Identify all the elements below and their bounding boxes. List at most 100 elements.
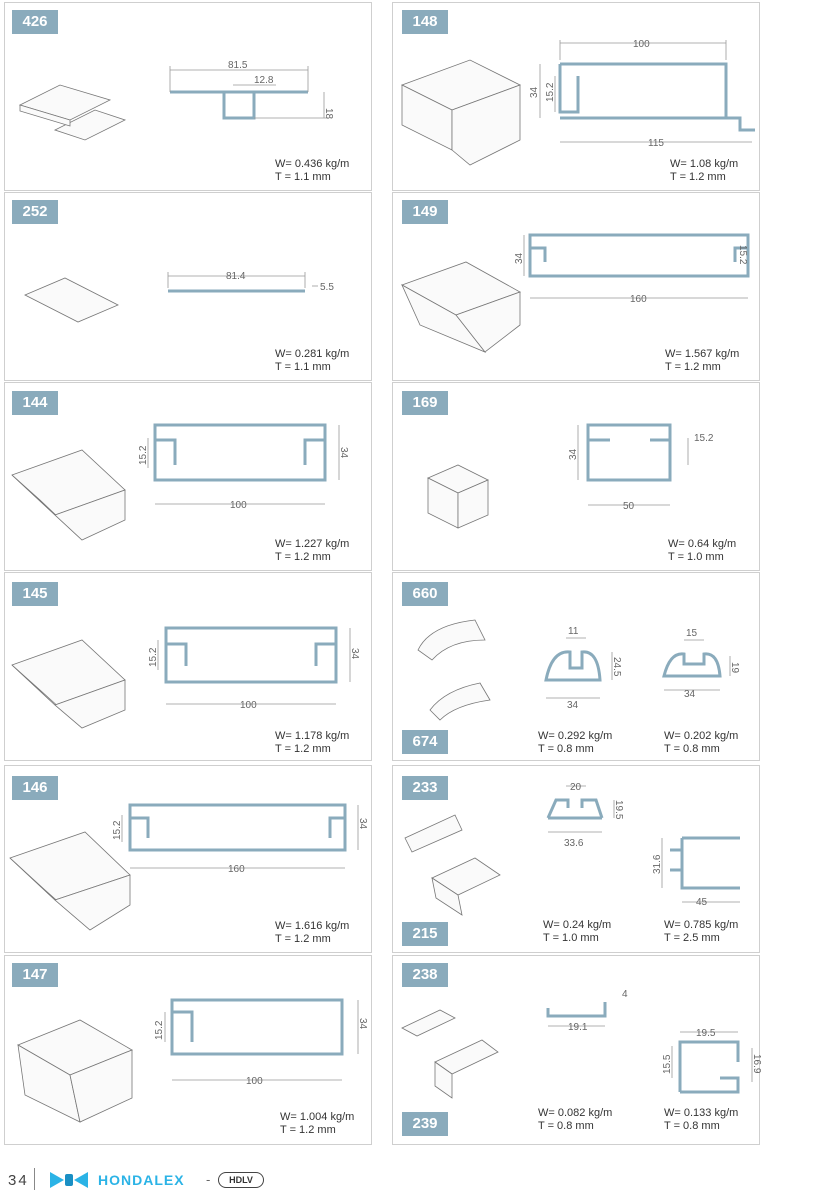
spec-146: W= 1.616 kg/m T = 1.2 mm	[275, 920, 349, 946]
dim-145-width: 100	[240, 700, 257, 711]
dim-146-slot: 15.2	[112, 820, 123, 840]
dim-252-width: 81.4	[226, 271, 246, 282]
dim-660-channel: 11	[568, 626, 579, 637]
dim-148-width: 100	[633, 39, 650, 50]
dim-252-height: 5.5	[320, 282, 334, 293]
dim-147-slot: 15.2	[154, 1020, 165, 1040]
dim-148-slot: 15.2	[545, 82, 556, 102]
dim-149-width: 160	[630, 294, 647, 305]
dim-233-top: 20	[570, 782, 582, 793]
hdlv-logo: HDLV	[218, 1172, 264, 1188]
iso-144	[11, 449, 126, 541]
footer-divider	[34, 1168, 35, 1190]
iso-660	[417, 619, 491, 721]
iso-233	[404, 814, 501, 916]
dim-146-width: 160	[228, 864, 245, 875]
dim-426-height: 18	[323, 108, 334, 120]
iso-252	[24, 277, 119, 323]
weight-145: W= 1.178 kg/m	[275, 730, 350, 742]
code-badge-146: 146	[12, 776, 58, 800]
section-145	[157, 626, 351, 705]
weight-660: W= 0.292 kg/m	[538, 730, 613, 742]
section-148	[539, 40, 755, 143]
thickness-215: T = 2.5 mm	[664, 932, 720, 944]
spec-148: W= 1.08 kg/m T = 1.2 mm	[670, 158, 738, 184]
code-badge-169: 169	[402, 391, 448, 415]
dim-215-height: 31.6	[652, 854, 663, 874]
thickness-660: T = 0.8 mm	[538, 743, 594, 755]
page-number: 34	[8, 1172, 29, 1189]
spec-147: W= 1.004 kg/m T = 1.2 mm	[280, 1111, 354, 1137]
dim-146-height: 34	[357, 818, 368, 830]
dim-239-width: 19.5	[696, 1028, 716, 1039]
dim-233-height: 19.5	[613, 800, 624, 820]
panel-660-674	[392, 572, 760, 761]
spec-252: W= 0.281 kg/m T = 1.1 mm	[275, 348, 349, 374]
code-badge-148: 148	[402, 10, 448, 34]
spec-238: W= 0.082 kg/m T = 0.8 mm	[538, 1107, 612, 1133]
spec-145: W= 1.178 kg/m T = 1.2 mm	[275, 730, 349, 756]
brand-separator: -	[206, 1172, 211, 1187]
thickness-233: T = 1.0 mm	[543, 932, 599, 944]
spec-144: W= 1.227 kg/m T = 1.2 mm	[275, 538, 349, 564]
weight-144: W= 1.227 kg/m	[275, 538, 350, 550]
panel-238-239	[392, 955, 760, 1145]
weight-674: W= 0.202 kg/m	[664, 730, 739, 742]
thickness-169: T = 1.0 mm	[668, 551, 724, 563]
spec-233: W= 0.24 kg/m T = 1.0 mm	[543, 919, 611, 945]
code-badge-238: 238	[402, 963, 448, 987]
thickness-252: T = 1.1 mm	[275, 361, 331, 373]
code-badge-426: 426	[12, 10, 58, 34]
dim-144-height: 34	[338, 447, 349, 459]
panel-233-215	[392, 765, 760, 953]
dim-233-width: 33.6	[564, 838, 584, 849]
section-233	[546, 785, 615, 833]
dim-238-height: 4	[622, 989, 628, 1000]
iso-238	[401, 1009, 499, 1099]
code-badge-144: 144	[12, 391, 58, 415]
dim-426-channel: 12.8	[254, 75, 274, 86]
spec-660: W= 0.292 kg/m T = 0.8 mm	[538, 730, 612, 756]
weight-215: W= 0.785 kg/m	[664, 919, 739, 931]
code-badge-145: 145	[12, 582, 58, 606]
iso-145	[11, 639, 126, 729]
weight-238: W= 0.082 kg/m	[538, 1107, 613, 1119]
dim-238-width: 19.1	[568, 1022, 588, 1033]
thickness-674: T = 0.8 mm	[664, 743, 720, 755]
weight-146: W= 1.616 kg/m	[275, 920, 350, 932]
spec-169: W= 0.64 kg/m T = 1.0 mm	[668, 538, 736, 564]
section-146	[121, 803, 359, 869]
dim-674-channel: 15	[686, 628, 698, 639]
hondalex-logo-icon	[50, 1172, 88, 1188]
code-badge-660: 660	[402, 582, 448, 606]
section-660	[544, 637, 613, 699]
iso-426	[18, 84, 127, 141]
spec-239: W= 0.133 kg/m T = 0.8 mm	[664, 1107, 738, 1133]
thickness-144: T = 1.2 mm	[275, 551, 331, 563]
dim-674-width: 34	[684, 689, 696, 700]
thickness-147: T = 1.2 mm	[280, 1124, 336, 1136]
thickness-426: T = 1.1 mm	[275, 171, 331, 183]
iso-169	[427, 464, 489, 529]
iso-146	[9, 831, 131, 931]
thickness-238: T = 0.8 mm	[538, 1120, 594, 1132]
iso-147	[17, 1019, 133, 1123]
spec-149: W= 1.567 kg/m T = 1.2 mm	[665, 348, 739, 374]
section-144	[147, 423, 340, 505]
dim-674-height: 19	[729, 662, 740, 674]
code-badge-674: 674	[402, 730, 448, 754]
section-238	[546, 1002, 607, 1027]
weight-149: W= 1.567 kg/m	[665, 348, 740, 360]
section-426	[169, 66, 328, 120]
dim-169-height: 34	[568, 448, 579, 460]
dim-239-height-right: 16.9	[751, 1054, 762, 1074]
spec-674: W= 0.202 kg/m T = 0.8 mm	[664, 730, 738, 756]
section-169	[577, 423, 689, 506]
weight-252: W= 0.281 kg/m	[275, 348, 350, 360]
dim-149-slot: 15.2	[737, 245, 748, 265]
spec-215: W= 0.785 kg/m T = 2.5 mm	[664, 919, 738, 945]
thickness-146: T = 1.2 mm	[275, 933, 331, 945]
weight-239: W= 0.133 kg/m	[664, 1107, 739, 1119]
weight-233: W= 0.24 kg/m	[543, 919, 612, 931]
